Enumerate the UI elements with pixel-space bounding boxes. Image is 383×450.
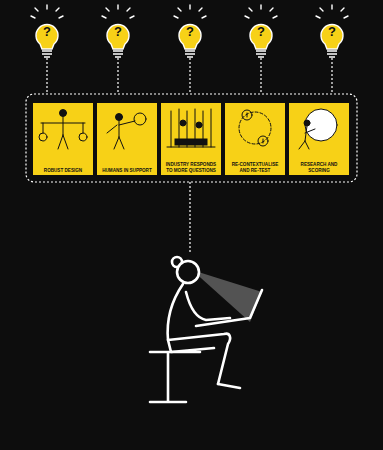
person-seat (168, 340, 214, 352)
stool (150, 352, 200, 402)
idea-bulb: ? (318, 20, 346, 60)
bulb-rays (31, 5, 348, 18)
question-mark: ? (176, 24, 204, 39)
question-mark: ? (104, 24, 132, 39)
person-body (168, 284, 230, 384)
idea-bulb: ? (176, 20, 204, 60)
person-arm (186, 292, 230, 320)
dashed-leaders (26, 58, 357, 254)
bulb-rays (245, 5, 277, 18)
topic-panel: INDUSTRY RESPONDS TO MORE QUESTIONS (161, 103, 221, 175)
bulb-base (327, 51, 337, 57)
person-foot (218, 384, 240, 388)
panel-caption: ROBUST DESIGN (35, 168, 91, 173)
bulb-rays (102, 5, 134, 18)
bulb-rays (174, 5, 206, 18)
bulb-rays (31, 5, 63, 18)
bulb-rays (316, 5, 348, 18)
panel-caption: RESEARCH AND SCORING (291, 162, 347, 173)
bulb-base (256, 51, 266, 57)
idea-bulb: ? (247, 20, 275, 60)
bulb-base (185, 51, 195, 57)
panel-caption: RE-CONTEXTUALISE AND RE-TEST (227, 162, 283, 173)
topic-panel: HUMANS IN SUPPORT (97, 103, 157, 175)
question-mark: ? (247, 24, 275, 39)
panel-caption: INDUSTRY RESPONDS TO MORE QUESTIONS (163, 162, 219, 173)
dashed-group-frame (26, 94, 357, 182)
person-head (177, 261, 199, 283)
question-mark: ? (318, 24, 346, 39)
dashed-leader (189, 58, 190, 94)
dashed-leader (331, 58, 332, 94)
dashed-leader (260, 58, 261, 94)
dashed-leader (46, 58, 47, 94)
topic-panel: ROBUST DESIGN (33, 103, 93, 175)
question-mark: ? (33, 24, 61, 39)
panel-caption: HUMANS IN SUPPORT (99, 168, 155, 173)
bulb-base (113, 51, 123, 57)
dashed-leader (189, 182, 190, 254)
topic-panel: RE-CONTEXTUALISE AND RE-TEST (225, 103, 285, 175)
bulb-base (42, 51, 52, 57)
idea-bulb: ? (33, 20, 61, 60)
person-at-laptop (150, 257, 262, 402)
idea-bulb: ? (104, 20, 132, 60)
topic-panel: RESEARCH AND SCORING (289, 103, 349, 175)
dashed-leader (117, 58, 118, 94)
